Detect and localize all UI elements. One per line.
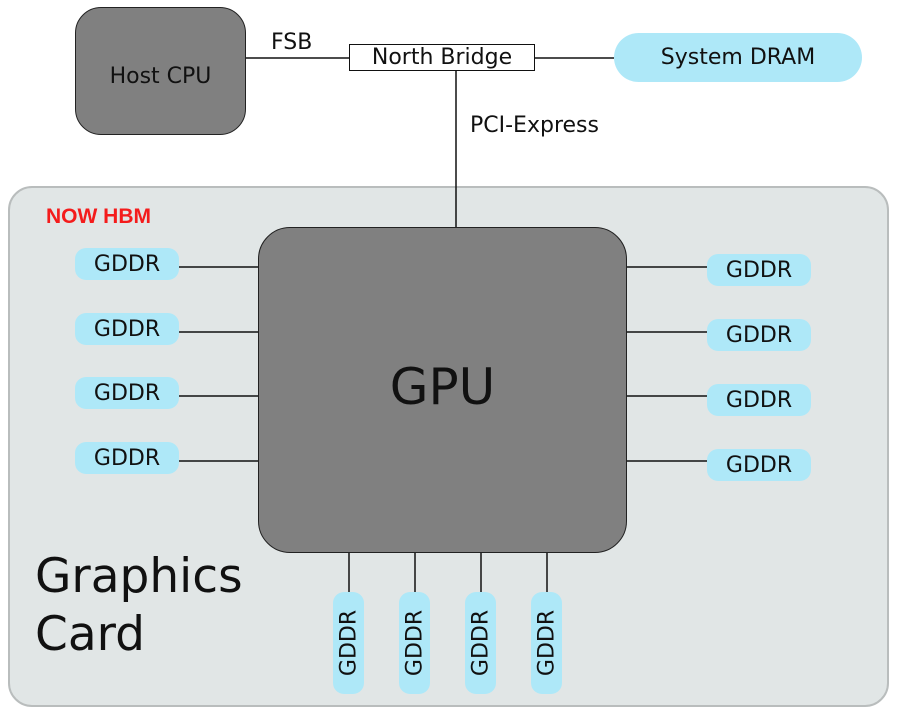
hbm-note: NOW HBM xyxy=(46,205,151,228)
bottom-memory-links xyxy=(348,553,548,592)
north-bridge-label: North Bridge xyxy=(371,45,513,70)
gddr-bottom-1: GDDR xyxy=(333,592,364,694)
gddr-right-2: GDDR xyxy=(707,319,811,351)
gddr-label: GDDR xyxy=(725,322,793,348)
gddr-bottom-4: GDDR xyxy=(531,592,562,694)
gddr-left-2: GDDR xyxy=(75,313,179,345)
right-memory-links xyxy=(627,266,707,462)
gddr-label: GDDR xyxy=(725,452,793,478)
gddr-label: GDDR xyxy=(725,387,793,413)
system-dram-node: System DRAM xyxy=(614,33,862,82)
gddr-bottom-2: GDDR xyxy=(399,592,430,694)
graphics-card-title-line2: Card xyxy=(35,607,145,662)
gddr-label: GDDR xyxy=(93,445,161,471)
gddr-left-3: GDDR xyxy=(75,377,179,409)
gddr-right-1: GDDR xyxy=(707,254,811,286)
fsb-label: FSB xyxy=(271,30,313,55)
gddr-right-4: GDDR xyxy=(707,449,811,481)
left-memory-links xyxy=(179,266,258,462)
north-bridge-node: North Bridge xyxy=(349,44,535,71)
graphics-card-title: Graphics Card xyxy=(35,548,243,664)
system-dram-label: System DRAM xyxy=(660,45,816,70)
gddr-label: GDDR xyxy=(402,609,427,677)
gddr-right-3: GDDR xyxy=(707,384,811,416)
gddr-label: GDDR xyxy=(93,380,161,406)
gpu-label: GPU xyxy=(389,358,496,416)
host-cpu-node: Host CPU xyxy=(75,7,246,135)
gddr-left-4: GDDR xyxy=(75,442,179,474)
gddr-label: GDDR xyxy=(336,609,361,677)
gddr-left-1: GDDR xyxy=(75,248,179,280)
graphics-card-title-line1: Graphics xyxy=(35,549,243,604)
gddr-label: GDDR xyxy=(468,609,493,677)
gpu-node: GPU xyxy=(258,227,627,553)
gddr-label: GDDR xyxy=(93,316,161,342)
pci-express-label: PCI-Express xyxy=(470,113,599,138)
gddr-label: GDDR xyxy=(93,251,161,277)
gddr-bottom-3: GDDR xyxy=(465,592,496,694)
host-cpu-label: Host CPU xyxy=(109,63,212,89)
gddr-label: GDDR xyxy=(725,257,793,283)
gddr-label: GDDR xyxy=(534,609,559,677)
